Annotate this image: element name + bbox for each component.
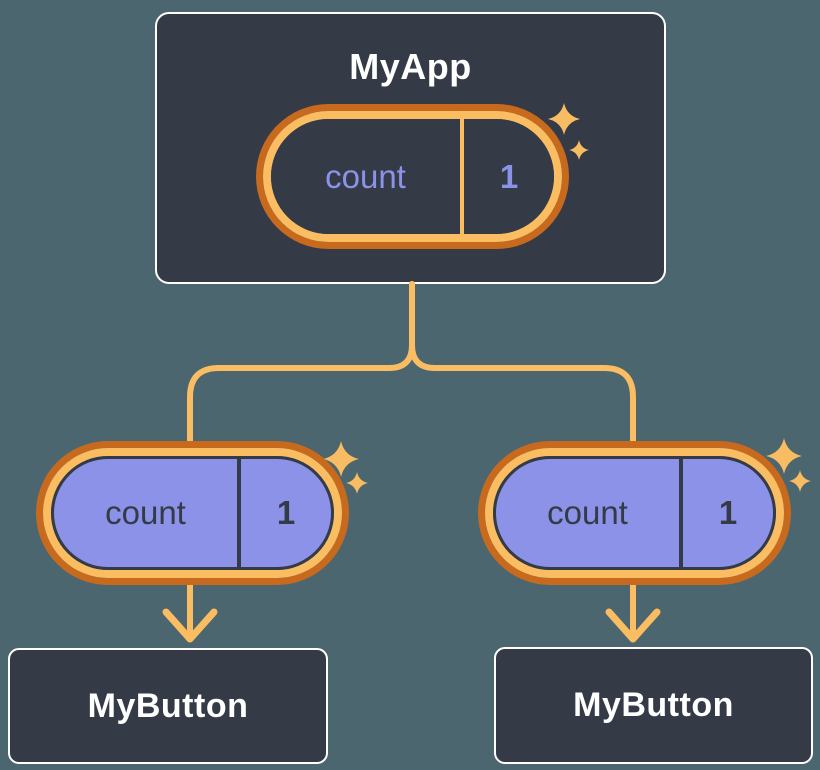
prop-label: count	[547, 494, 628, 531]
arrow-down-icon	[605, 608, 661, 643]
state-pill-body: count 1	[271, 119, 554, 234]
pill-divider	[460, 119, 464, 234]
component-node-mybutton-right: MyButton	[494, 647, 813, 764]
state-pill-myapp: count 1	[263, 111, 562, 242]
arrow-down-icon	[162, 608, 218, 643]
prop-pill-left: count 1	[43, 448, 342, 578]
pill-divider	[237, 459, 241, 567]
prop-pill-right: count 1	[485, 448, 784, 578]
prop-pill-body: count 1	[51, 456, 334, 570]
prop-value: 1	[276, 494, 296, 531]
component-node-mybutton-left: MyButton	[8, 648, 328, 764]
prop-pill-body: count 1	[493, 456, 776, 570]
state-label: count	[325, 157, 406, 195]
state-value: 1	[499, 157, 519, 195]
pill-divider	[679, 459, 683, 567]
component-title: MyApp	[349, 46, 472, 87]
prop-value: 1	[718, 494, 738, 531]
prop-label: count	[105, 494, 186, 531]
